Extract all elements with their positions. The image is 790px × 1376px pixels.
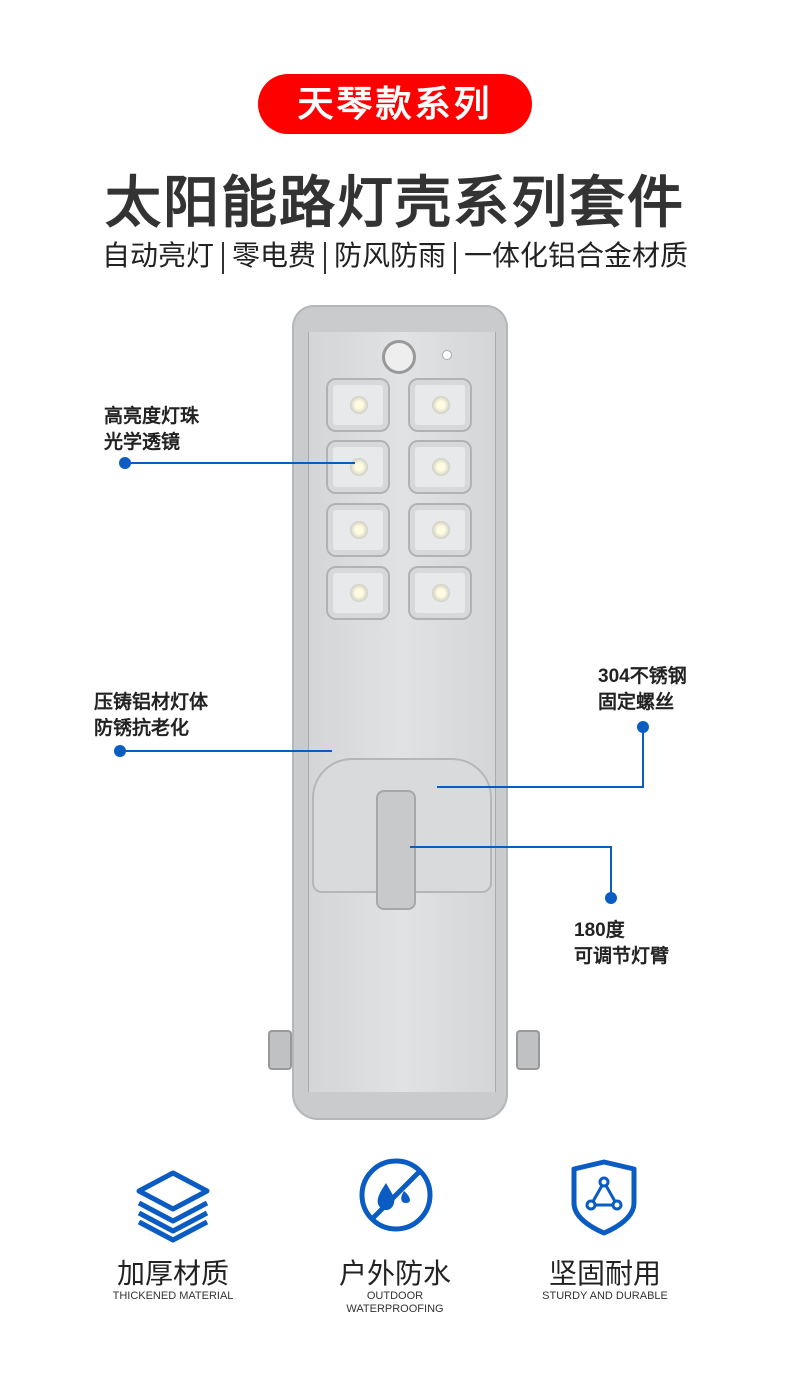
led-module xyxy=(408,566,472,620)
feature-text: 一体化铝合金材质 xyxy=(464,240,689,271)
feature-label: 坚固耐用 xyxy=(548,1258,661,1289)
feature-sublabel: WATERPROOFING xyxy=(346,1303,444,1315)
callout-line xyxy=(437,786,644,788)
led-module xyxy=(408,378,472,432)
indicator xyxy=(442,350,452,360)
callout-arm: 180度可调节灯臂 xyxy=(574,920,670,967)
callout-line xyxy=(120,750,332,752)
callout-line xyxy=(642,727,644,787)
led-module xyxy=(408,440,472,494)
callout-line xyxy=(410,846,612,848)
feature-label: 户外防水 xyxy=(338,1258,451,1289)
led-module xyxy=(408,503,472,557)
led-module xyxy=(326,566,390,620)
no-water-icon xyxy=(359,1158,433,1232)
feature-text: 防风防雨 xyxy=(334,240,447,271)
callout-line xyxy=(610,846,612,896)
lamp-arm xyxy=(376,790,416,910)
feature-sublabel: STURDY AND DURABLE xyxy=(542,1290,668,1302)
led-module xyxy=(326,503,390,557)
side-clip xyxy=(268,1030,292,1070)
feature-sublabel: OUTDOOR xyxy=(366,1290,424,1302)
page-title: 太阳能路灯壳系列套件 xyxy=(105,171,685,234)
layers-icon xyxy=(136,1170,210,1243)
callout-screw: 304不锈钢固定螺丝 xyxy=(598,666,687,713)
feature-sublabel: THICKENED MATERIAL xyxy=(112,1290,234,1302)
callout-body: 压铸铝材灯体防锈抗老化 xyxy=(94,692,209,739)
light-sensor xyxy=(382,340,416,374)
callout-dot xyxy=(605,892,617,904)
callout-line xyxy=(125,462,355,464)
feature-text: 零电费 xyxy=(231,240,316,271)
led-module xyxy=(326,440,390,494)
series-badge: 天琴款系列 xyxy=(258,74,532,134)
divider xyxy=(324,241,326,274)
side-clip xyxy=(516,1030,540,1070)
feature-label: 加厚材质 xyxy=(116,1258,229,1289)
led-module xyxy=(326,378,390,432)
feature-strip: 自动亮灯零电费防风防雨一体化铝合金材质 xyxy=(0,234,790,274)
shield-icon xyxy=(571,1159,637,1236)
divider xyxy=(221,241,224,274)
callout-lens: 高亮度灯珠光学透镜 xyxy=(104,406,200,453)
feature-text: 自动亮灯 xyxy=(101,240,214,271)
divider xyxy=(454,241,457,274)
